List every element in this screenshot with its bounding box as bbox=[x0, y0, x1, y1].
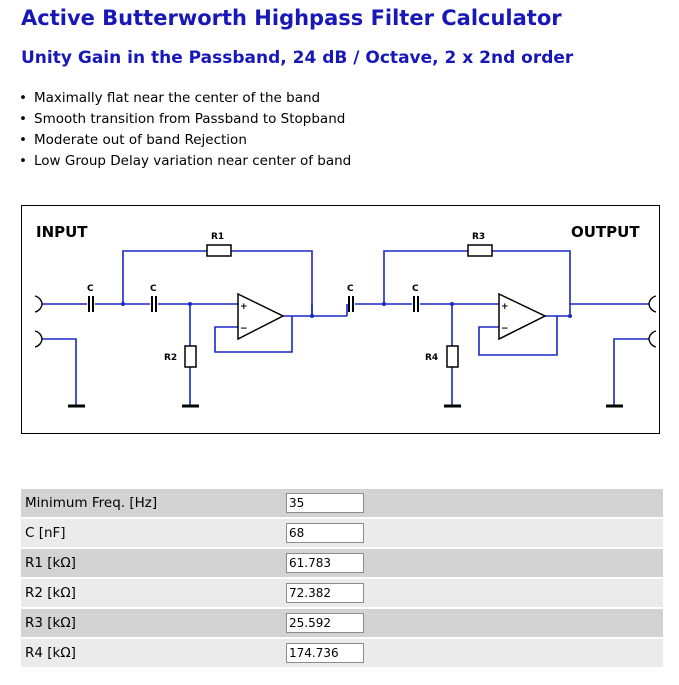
r3-input[interactable] bbox=[286, 613, 364, 633]
input-label: INPUT bbox=[36, 223, 88, 241]
r2-label: R2 [kΩ] bbox=[21, 579, 283, 607]
opamp-plus-label: + bbox=[240, 302, 248, 312]
opamp-minus-label: − bbox=[240, 324, 248, 334]
capacitor-label: C bbox=[87, 284, 94, 294]
min-freq-label: Minimum Freq. [Hz] bbox=[21, 489, 283, 517]
r4-input[interactable] bbox=[286, 643, 364, 663]
resistor-label-r4: R4 bbox=[425, 353, 438, 363]
resistor-r2 bbox=[184, 345, 197, 368]
table-row: Minimum Freq. [Hz] bbox=[21, 489, 663, 517]
parameter-table: Minimum Freq. [Hz] C [nF] R1 [kΩ] R2 [kΩ… bbox=[21, 487, 663, 669]
page-title: Active Butterworth Highpass Filter Calcu… bbox=[21, 6, 562, 30]
output-connector bbox=[648, 295, 657, 348]
table-row: R1 [kΩ] bbox=[21, 549, 663, 577]
resistor-label-r3: R3 bbox=[472, 232, 485, 242]
capacitor-c3 bbox=[348, 296, 354, 312]
opamp-1 bbox=[237, 292, 285, 341]
min-freq-input[interactable] bbox=[286, 493, 364, 513]
r2-input[interactable] bbox=[286, 583, 364, 603]
table-row: R3 [kΩ] bbox=[21, 609, 663, 637]
filter-schematic: INPUT OUTPUT C C C C R1 R2 R3 R4 + − + − bbox=[21, 205, 660, 434]
feature-item: Smooth transition from Passband to Stopb… bbox=[19, 109, 351, 130]
feature-item: Low Group Delay variation near center of… bbox=[19, 151, 351, 172]
capacitor-label: C bbox=[347, 284, 354, 294]
resistor-label-r1: R1 bbox=[211, 232, 224, 242]
table-row: R2 [kΩ] bbox=[21, 579, 663, 607]
capacitor-c2 bbox=[151, 296, 157, 312]
resistor-r4 bbox=[446, 345, 459, 368]
input-connector bbox=[34, 295, 43, 348]
table-row: R4 [kΩ] bbox=[21, 639, 663, 667]
r1-input[interactable] bbox=[286, 553, 364, 573]
schematic-wires bbox=[42, 250, 649, 405]
capacitor-label: C bbox=[412, 284, 419, 294]
r4-label: R4 [kΩ] bbox=[21, 639, 283, 667]
r3-label: R3 [kΩ] bbox=[21, 609, 283, 637]
junction-dots bbox=[121, 302, 572, 318]
capacitor-label: C bbox=[150, 284, 157, 294]
feature-item: Moderate out of band Rejection bbox=[19, 130, 351, 151]
capacitor-c4 bbox=[413, 296, 419, 312]
schematic-components bbox=[34, 244, 657, 408]
resistor-label-r2: R2 bbox=[164, 353, 177, 363]
feature-item: Maximally flat near the center of the ba… bbox=[19, 88, 351, 109]
resistor-r3 bbox=[467, 244, 493, 257]
page-subtitle: Unity Gain in the Passband, 24 dB / Octa… bbox=[21, 48, 574, 68]
capacitor-c1 bbox=[88, 296, 94, 312]
resistor-r1 bbox=[206, 244, 232, 257]
opamp-minus-label: − bbox=[501, 324, 509, 334]
table-row: C [nF] bbox=[21, 519, 663, 547]
feature-list: Maximally flat near the center of the ba… bbox=[19, 88, 351, 172]
schematic-diagram: INPUT OUTPUT C C C C R1 R2 R3 R4 + − + − bbox=[34, 223, 657, 408]
output-label: OUTPUT bbox=[571, 223, 640, 241]
opamp-plus-label: + bbox=[501, 302, 509, 312]
r1-label: R1 [kΩ] bbox=[21, 549, 283, 577]
opamp-2 bbox=[498, 292, 547, 341]
capacitance-label: C [nF] bbox=[21, 519, 283, 547]
capacitance-input[interactable] bbox=[286, 523, 364, 543]
